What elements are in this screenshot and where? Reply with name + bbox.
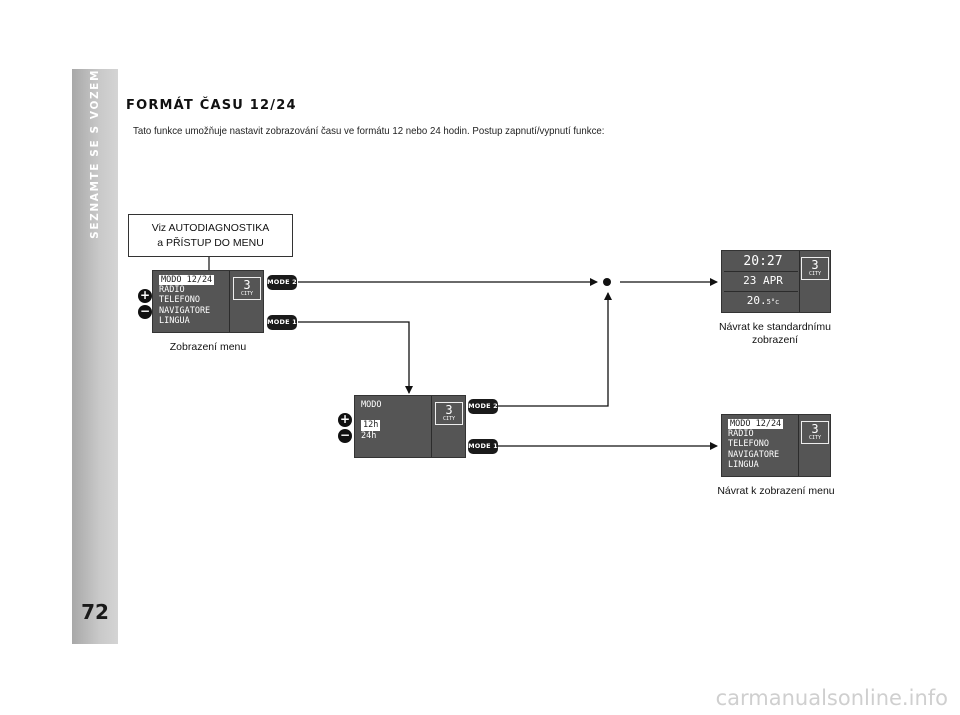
city-indicator: 3 CITY — [801, 421, 829, 444]
city-indicator: 3 CITY — [233, 277, 261, 300]
temperature-value: 20. — [746, 294, 767, 307]
lcd-divider — [798, 415, 799, 476]
lcd-divider — [799, 251, 800, 312]
minus-button[interactable]: − — [138, 304, 152, 319]
mode1-button[interactable]: MODE 1 — [468, 439, 498, 454]
sidebar: SEZNAMTE SE S VOZEM — [72, 69, 118, 644]
city-number: 3 — [811, 422, 819, 436]
menu-item-modo: MODO 12/24 — [159, 275, 215, 286]
standard-display: 20:27 23 APR 20.5°c 3 CITY — [721, 250, 831, 313]
city-label: CITY — [808, 435, 822, 441]
menu-item-navigatore: NAVIGATORE — [728, 449, 780, 460]
arrow-mode1-to-modo — [298, 321, 413, 394]
mode2-button[interactable]: MODE 2 — [468, 399, 498, 414]
menu-display: MODO 12/24 RADIO TELEFONO NAVIGATORE LIN… — [152, 270, 264, 333]
lcd-separator — [724, 271, 798, 272]
intro-text: Tato funkce umožňuje nastavit zobrazován… — [133, 125, 605, 137]
mode2-button[interactable]: MODE 2 — [267, 275, 297, 290]
mode1-button[interactable]: MODE 1 — [267, 315, 297, 330]
lcd-divider — [431, 396, 432, 457]
arrow-mode2-up-to-junction — [498, 292, 612, 407]
lcd-divider — [229, 271, 230, 332]
city-label: CITY — [442, 416, 456, 422]
menu-item-telefono: TELEFONO — [159, 295, 200, 306]
city-label: CITY — [240, 291, 254, 297]
standard-display-caption: Návrat ke standardnímu zobrazení — [700, 321, 850, 347]
page-number: 72 — [81, 600, 109, 624]
callout-box: Viz AUTODIAGNOSTIKA a PŘÍSTUP DO MENU — [128, 214, 293, 257]
modo-title: MODO — [361, 400, 382, 410]
city-number: 3 — [811, 258, 819, 272]
junction-dot — [603, 278, 611, 286]
modo-list: MODO 12h 24h — [361, 400, 381, 441]
menu-item-radio: RADIO — [159, 285, 185, 296]
menu-item-modo: MODO 12/24 — [728, 419, 784, 430]
return-menu-list: MODO 12/24 RADIO TELEFONO NAVIGATORE LIN… — [728, 419, 784, 470]
modo-option-12h: 12h — [361, 420, 381, 431]
city-indicator: 3 CITY — [801, 257, 829, 280]
clock-time: 20:27 — [743, 254, 783, 269]
menu-item-lingua: LINGUA — [159, 315, 190, 326]
menu-display-caption: Zobrazení menu — [169, 341, 247, 353]
temperature: 20.5°c — [732, 294, 794, 307]
minus-button[interactable]: − — [338, 428, 352, 443]
city-indicator: 3 CITY — [435, 402, 463, 425]
modo-display: MODO 12h 24h 3 CITY — [354, 395, 466, 458]
menu-item-lingua: LINGUA — [728, 459, 759, 470]
plus-button[interactable]: + — [138, 288, 152, 303]
city-number: 3 — [243, 278, 251, 292]
temperature-unit: 5°c — [766, 298, 780, 306]
watermark: carmanualsonline.info — [715, 686, 948, 710]
city-label: CITY — [808, 271, 822, 277]
city-number: 3 — [445, 403, 453, 417]
menu-item-telefono: TELEFONO — [728, 439, 769, 450]
return-menu-caption: Návrat k zobrazení menu — [717, 485, 835, 497]
menu-item-radio: RADIO — [728, 429, 754, 440]
lcd-separator — [724, 291, 798, 292]
standard-caption-line-1: Návrat ke standardnímu — [718, 321, 832, 333]
clock-date: 23 APR — [743, 274, 783, 287]
menu-item-navigatore: NAVIGATORE — [159, 305, 211, 316]
return-menu-display: MODO 12/24 RADIO TELEFONO NAVIGATORE LIN… — [721, 414, 831, 477]
modo-option-24h: 24h — [361, 430, 377, 441]
callout-line-2: a PŘÍSTUP DO MENU — [157, 237, 264, 249]
callout-line-1: Viz AUTODIAGNOSTIKA — [151, 222, 270, 234]
page-heading: FORMÁT ČASU 12/24 — [126, 98, 297, 113]
plus-button[interactable]: + — [338, 412, 352, 427]
standard-caption-line-2: zobrazení — [751, 334, 799, 346]
menu-list: MODO 12/24 RADIO TELEFONO NAVIGATORE LIN… — [159, 275, 215, 326]
